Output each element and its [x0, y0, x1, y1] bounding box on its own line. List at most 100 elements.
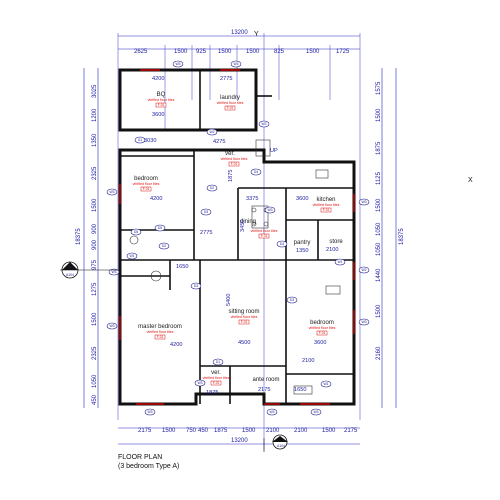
left-dim: 900 [92, 239, 98, 250]
room-bedroom-2: bedroom vitrified floor tiles F-01 3600 [309, 320, 336, 346]
finish-tag: F-01 [323, 208, 330, 212]
room-name: bedroom [310, 320, 334, 326]
right-overall-dim: 18375 [399, 228, 405, 245]
misc-dimensions: 3030 4275 UP 2775 1650 1650 2100 [144, 138, 314, 393]
room-name: ver. [225, 151, 235, 157]
room-name: laundry [220, 95, 240, 101]
svg-text:D3: D3 [204, 210, 208, 214]
svg-text:D5: D5 [134, 230, 138, 234]
bottom-dim: 2100 [294, 428, 308, 434]
window-tag: W3 [106, 322, 118, 330]
finish-tag: F-01 [261, 234, 268, 238]
window-tag: W2 [358, 266, 370, 274]
room-depth: 3600 [152, 112, 164, 118]
left-dim: 1500 [92, 198, 98, 212]
svg-text:G1: G1 [138, 138, 143, 142]
room-name: kitchen [316, 197, 335, 203]
window-tag: W3 [266, 408, 278, 416]
finish-tag: F-01 [213, 381, 220, 385]
room-store: store 2100 [326, 239, 343, 253]
window-tag: W3 [106, 188, 118, 196]
drawing-title: FLOOR PLAN (3 bedroom Type A) [118, 454, 179, 470]
room-width: 3600 [314, 340, 326, 346]
bottom-dim: 450 [198, 428, 209, 434]
svg-text:W1: W1 [337, 260, 342, 264]
left-dimension-chain: 18375 3025 1200 1350 2325 1500 900 900 9… [76, 68, 99, 408]
svg-text:D4: D4 [280, 242, 284, 246]
room-kitchen: kitchen vitrified floor tiles F-01 3600 [296, 196, 340, 213]
door-tag: D2 [206, 184, 218, 192]
room-name: ver. [211, 370, 221, 376]
window-tag: W3 [264, 206, 276, 214]
svg-text:D2: D2 [162, 244, 166, 248]
room-name: pantry [294, 240, 311, 246]
left-dim: 1275 [92, 282, 98, 296]
room-laundry: laundry vitrified floor tiles F-01 2775 [217, 76, 244, 111]
room-finish: vitrified floor tiles [147, 330, 174, 334]
room-finish: vitrified floor tiles [251, 229, 278, 233]
svg-text:W3: W3 [109, 324, 114, 328]
window-tag: W3 [144, 408, 156, 416]
bottom-dim: 1875 [214, 428, 228, 434]
left-dim: 2325 [92, 166, 98, 180]
room-bedroom-1: bedroom vitrified floor tiles F-01 4200 [133, 176, 163, 202]
room-width: 4200 [152, 76, 164, 82]
right-dim: 2160 [376, 346, 382, 360]
left-dim: 1500 [92, 312, 98, 326]
svg-text:W3: W3 [269, 410, 274, 414]
svg-text:W3: W3 [175, 62, 180, 66]
top-dim: 925 [196, 49, 207, 55]
room-bq: BQ vitrified floor tiles F-01 4200 3600 [148, 76, 175, 118]
svg-text:W2: W2 [261, 122, 266, 126]
right-dim: 1500 [376, 108, 382, 122]
svg-text:D3: D3 [194, 284, 198, 288]
finish-tag: F-01 [158, 103, 165, 107]
right-dim: 1575 [376, 81, 382, 95]
window-tag: W3 [358, 318, 370, 326]
room-width: 4500 [238, 340, 250, 346]
room-width: 2100 [326, 247, 338, 253]
bottom-dim: 2175 [344, 428, 358, 434]
door-tag: D3 [286, 296, 298, 304]
room-finish: vitrified floor tiles [231, 315, 258, 319]
door-tag: D5 [130, 228, 142, 236]
dim-text: 3030 [144, 138, 156, 144]
window-tag: W3 [194, 379, 206, 387]
bottom-dim: 2175 [138, 428, 152, 434]
section-marker-bottom: A104 [263, 434, 288, 452]
finish-tag: F-01 [227, 106, 234, 110]
section-sheet: A104 [66, 273, 74, 277]
section-sheet: A104 [277, 444, 285, 448]
stair-up-label: UP [270, 148, 278, 154]
dim-text: 2775 [200, 230, 212, 236]
dim-text: 4275 [213, 139, 225, 145]
door-tag: D3 [200, 208, 212, 216]
section-ref: A [69, 265, 72, 269]
finish-tag: F-01 [157, 335, 164, 339]
svg-text:W3: W3 [233, 62, 238, 66]
left-dim: 450 [92, 394, 98, 405]
svg-text:W3: W3 [267, 208, 272, 212]
door-tag: D3 [190, 282, 202, 290]
right-dim: 1500 [376, 304, 382, 318]
window-tag: W3 [172, 60, 184, 68]
top-dim: 1500 [218, 49, 232, 55]
room-width: 4200 [150, 196, 162, 202]
top-dim: 1500 [306, 49, 320, 55]
top-dim: 1500 [246, 49, 260, 55]
svg-text:D5: D5 [158, 226, 162, 230]
finish-tag: F-01 [319, 331, 326, 335]
room-width: 1350 [296, 248, 308, 254]
svg-text:W2: W2 [209, 130, 214, 134]
svg-text:D2: D2 [210, 186, 214, 190]
finish-tag: F-01 [143, 187, 150, 191]
door-tag: D4 [276, 240, 288, 248]
svg-text:D4: D4 [254, 170, 258, 174]
room-name: master bedroom [138, 324, 182, 330]
room-finish: vitrified floor tiles [217, 101, 244, 105]
room-sitting-room: sitting room vitrified floor tiles F-01 … [226, 294, 260, 346]
dim-text: 1650 [176, 264, 188, 270]
room-name: dining [240, 219, 256, 225]
left-dim: 1350 [92, 133, 98, 147]
room-finish: vitrified floor tiles [203, 376, 230, 380]
